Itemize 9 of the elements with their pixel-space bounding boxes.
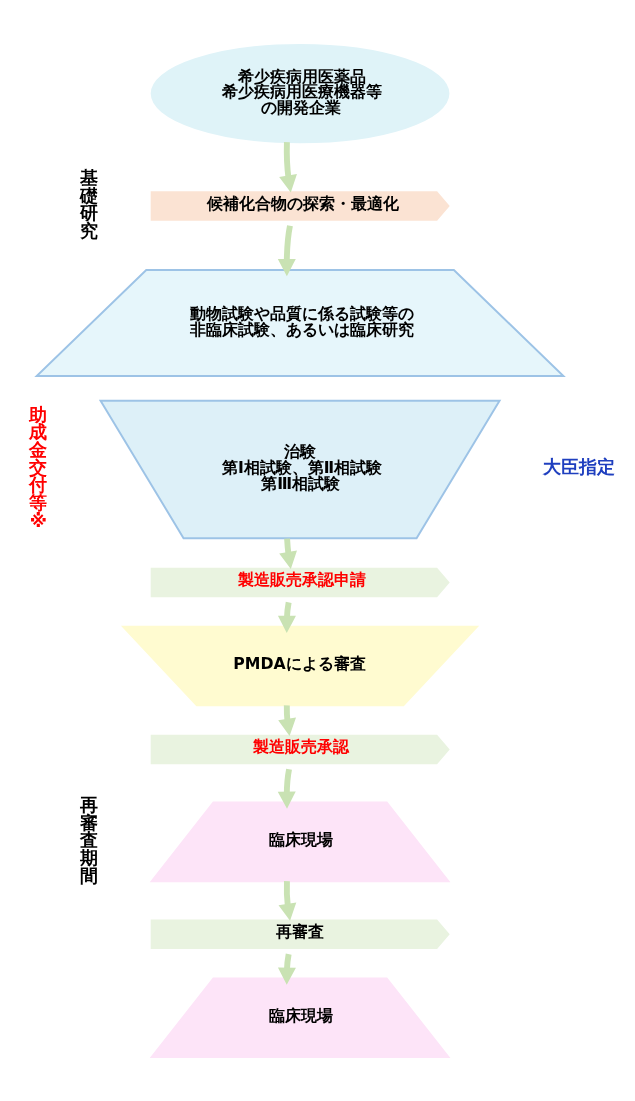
label: 助成金交付等※ [29,404,48,531]
arrow [277,224,296,276]
node-ellipse: 希少疾病用医薬品 希少疾病用医療機器等 の開発企業 [150,43,450,143]
label: 大臣指定 [543,456,616,477]
label: 再審査期間 [80,794,99,886]
label: 基礎研究 [80,167,99,241]
arrow [277,768,296,809]
arrow [278,880,297,921]
arrow [279,141,297,192]
